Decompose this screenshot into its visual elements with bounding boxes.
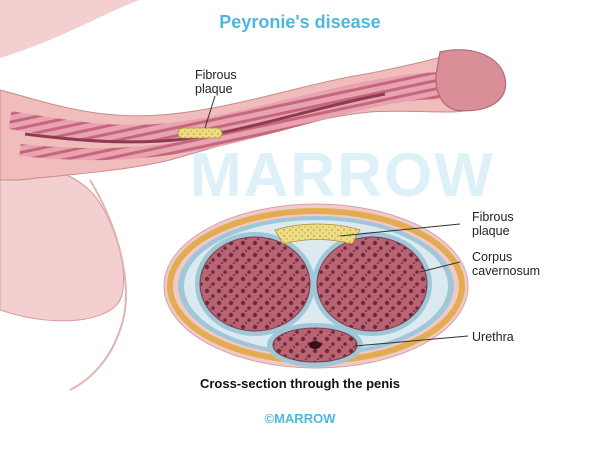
leader-urethra: [354, 335, 469, 347]
figure-caption: Cross-section through the penis: [199, 376, 401, 391]
leader-lines: [204, 95, 469, 347]
label-fibrous-plaque-top: Fibrous plaque: [195, 68, 237, 96]
leader-plaque-top: [204, 95, 216, 129]
penis-longitudinal: [0, 49, 507, 181]
page-title: Peyronie's disease: [219, 12, 381, 32]
label-line-1: Fibrous: [195, 68, 237, 82]
label-line-1: Corpus: [472, 250, 513, 264]
label-line-2: cavernosum: [472, 264, 541, 278]
label-corpus-cavernosum: Corpus cavernosum: [472, 250, 540, 278]
leader-corpus: [419, 261, 461, 273]
watermark: MARROW: [190, 141, 495, 210]
footer-brand: ©MARROW: [264, 411, 336, 426]
leader-plaque-right: [339, 223, 461, 237]
label-urethra: Urethra: [472, 330, 514, 344]
cross-section: [163, 203, 469, 369]
body-outline: [0, 0, 140, 391]
label-line-2: plaque: [195, 82, 233, 96]
label-line-2: plaque: [472, 224, 510, 238]
label-fibrous-plaque-right: Fibrous plaque: [472, 210, 514, 238]
label-line-1: Fibrous: [472, 210, 514, 224]
